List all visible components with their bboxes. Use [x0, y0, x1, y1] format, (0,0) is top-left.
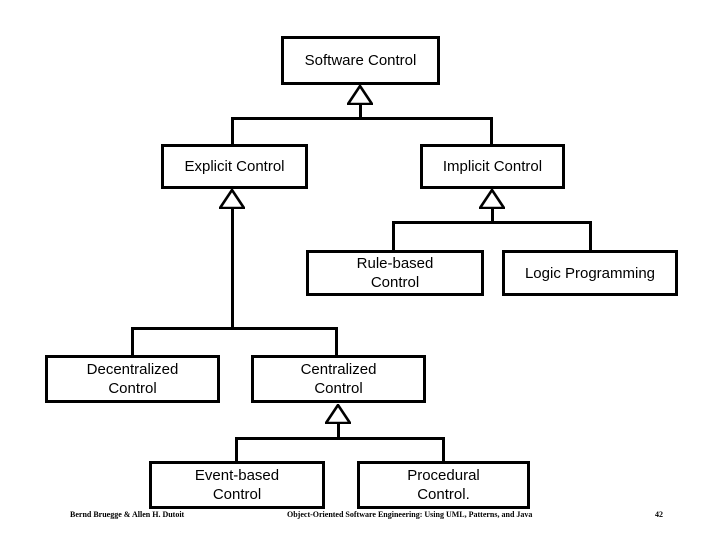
connector-drop-centralized-control: [335, 327, 338, 356]
generalization-arrow-centralized-control: [325, 404, 351, 424]
connector-bus-software-control: [231, 117, 493, 120]
connector-centralized-control-stem: [337, 423, 340, 439]
connector-drop-procedural-control: [442, 437, 445, 463]
connector-drop-rule-based-control: [392, 221, 395, 251]
footer-page-number: 42: [655, 510, 663, 519]
footer-book-title: Object-Oriented Software Engineering: Us…: [287, 510, 533, 519]
class-label-software-control: Software Control: [304, 52, 417, 69]
generalization-arrow-explicit-control: [219, 189, 245, 209]
connector-drop-event-based-control: [235, 437, 238, 463]
class-box-implicit-control[interactable]: Implicit Control: [420, 144, 565, 189]
generalization-arrow-implicit-control: [479, 189, 505, 209]
class-box-explicit-control[interactable]: Explicit Control: [161, 144, 308, 189]
connector-bus-explicit-control: [131, 327, 338, 330]
class-label-logic-programming: Logic Programming: [524, 264, 656, 282]
class-label-centralized-control: Centralized Control: [300, 361, 377, 397]
class-box-decentralized-control[interactable]: Decentralized Control: [45, 355, 220, 403]
class-label-explicit-control: Explicit Control: [184, 158, 285, 175]
class-label-event-based-control: Event-based Control: [194, 467, 280, 503]
connector-explicit-control-stem: [231, 207, 234, 328]
class-box-logic-programming[interactable]: Logic Programming: [502, 250, 678, 296]
footer-authors: Bernd Bruegge & Allen H. Dutoit: [70, 510, 185, 519]
connector-drop-implicit-control: [490, 117, 493, 145]
class-box-procedural-control[interactable]: Procedural Control.: [357, 461, 530, 509]
connector-drop-logic-programming: [589, 221, 592, 251]
class-label-implicit-control: Implicit Control: [442, 158, 543, 175]
connector-implicit-control-stem: [491, 207, 494, 223]
class-box-centralized-control[interactable]: Centralized Control: [251, 355, 426, 403]
generalization-arrow-software-control: [347, 85, 373, 105]
connector-drop-explicit-control: [231, 117, 234, 145]
slide-footer: Bernd Bruegge & Allen H. Dutoit Object-O…: [0, 508, 720, 524]
class-box-software-control[interactable]: Software Control: [281, 36, 440, 85]
connector-bus-centralized-control: [235, 437, 445, 440]
class-box-rule-based-control[interactable]: Rule-based Control: [306, 250, 484, 296]
connector-software-control-stem: [359, 103, 362, 119]
class-box-event-based-control[interactable]: Event-based Control: [149, 461, 325, 509]
connector-bus-implicit-control: [392, 221, 592, 224]
connector-drop-decentralized-control: [131, 327, 134, 356]
class-label-rule-based-control: Rule-based Control: [356, 255, 434, 291]
class-label-procedural-control: Procedural Control.: [407, 467, 480, 503]
class-label-decentralized-control: Decentralized Control: [86, 361, 179, 397]
